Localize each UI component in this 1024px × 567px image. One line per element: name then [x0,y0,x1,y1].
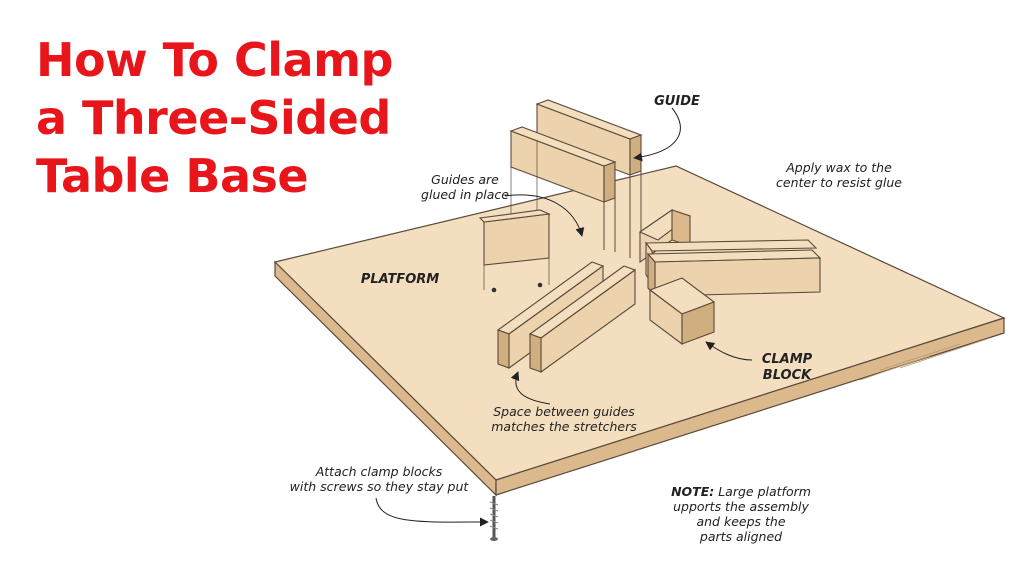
guide-front-right-end [529,333,542,373]
label-clamp-block: CLAMP BLOCK [761,352,813,383]
guide-back-far-end [629,134,642,176]
guide-front-left-end [497,329,510,369]
label-platform: PLATFORM [360,272,440,287]
clamp-block-left [478,209,552,293]
screw-icon [489,496,499,541]
leader-lines [375,107,753,527]
title-line-2: a Three-Sided [36,91,391,145]
clamp-block-left-legs [483,258,550,290]
title-line-1: How To Clamp [36,33,393,87]
guide-pair-right [644,239,822,298]
leader-attach-clamp [375,497,489,527]
leader-space-between [510,371,551,405]
note-apply-wax: Apply wax to the center to resist glue [776,160,902,190]
guide-back-near-end [603,161,616,203]
clamp-block-left-face [483,213,550,266]
clamp-block-left-top [478,209,552,223]
platform [273,165,1006,497]
leader-guides-glued [504,194,585,237]
guide-pair-front [496,261,637,374]
note-body: Large platform upports the assembly and … [673,484,811,544]
platform-right-edge [495,317,1005,496]
clamp-block-back-side [671,209,691,247]
note-prefix: NOTE: [671,484,715,499]
screw-hole-right [537,282,543,288]
screw-hole-left [491,287,497,293]
note-space-between: Space between guides matches the stretch… [491,404,637,434]
note-attach-clamp: Attach clamp blocks with screws so they … [289,464,469,494]
title-line-3: Table Base [36,149,309,203]
clamp-block-front [648,277,716,346]
clamp-block-front-right [681,301,715,345]
platform-edge-grain [859,337,991,381]
label-guide: GUIDE [654,94,700,109]
leader-guide [633,107,681,162]
leader-clamp-block [705,341,753,361]
note-guides-glued: Guides are glued in place [421,172,509,202]
guide-pair-back [509,99,643,258]
guide-back-legs [603,171,642,258]
note-large-platform: NOTE: Large platform upports the assembl… [656,484,826,544]
